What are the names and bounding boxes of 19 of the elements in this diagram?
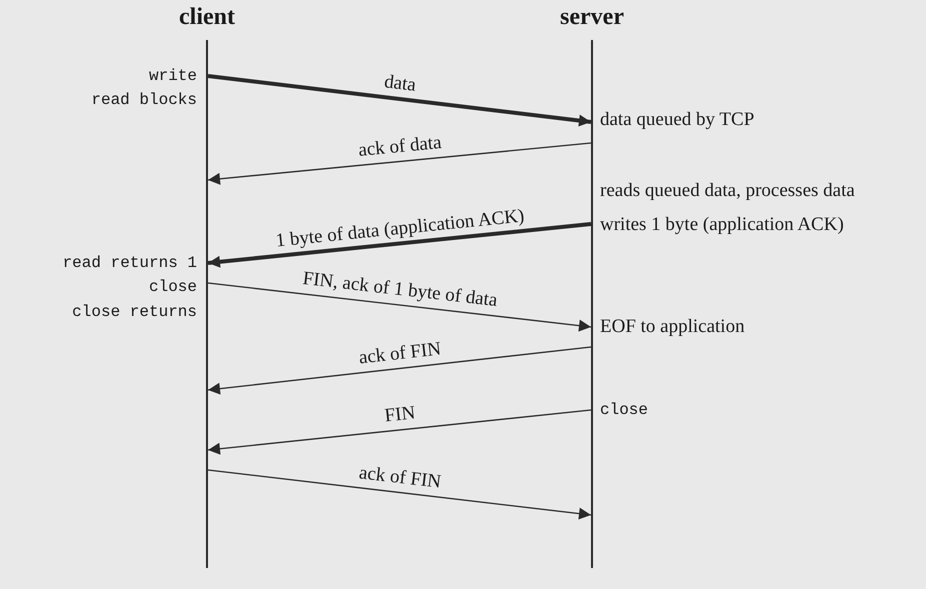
arrow [208, 409, 592, 455]
lifeline-title: server [559, 3, 625, 32]
lifeline-title: client [178, 3, 236, 32]
arrow [208, 346, 592, 395]
arrow [208, 74, 592, 127]
event-note: read blocks [91, 90, 197, 111]
event-note: EOF to application [600, 316, 745, 338]
event-note: reads queued data, processes data [600, 180, 855, 202]
event-note: close [148, 277, 197, 298]
event-note: write [148, 66, 197, 87]
arrow [208, 282, 592, 332]
arrow [208, 142, 592, 185]
event-note: close returns [72, 302, 197, 323]
event-note: close [600, 400, 648, 421]
arrow [208, 222, 592, 268]
event-note: read returns 1 [62, 253, 197, 274]
event-note: writes 1 byte (application ACK) [600, 214, 844, 236]
arrow [208, 469, 592, 520]
event-note: data queued by TCP [600, 109, 754, 131]
